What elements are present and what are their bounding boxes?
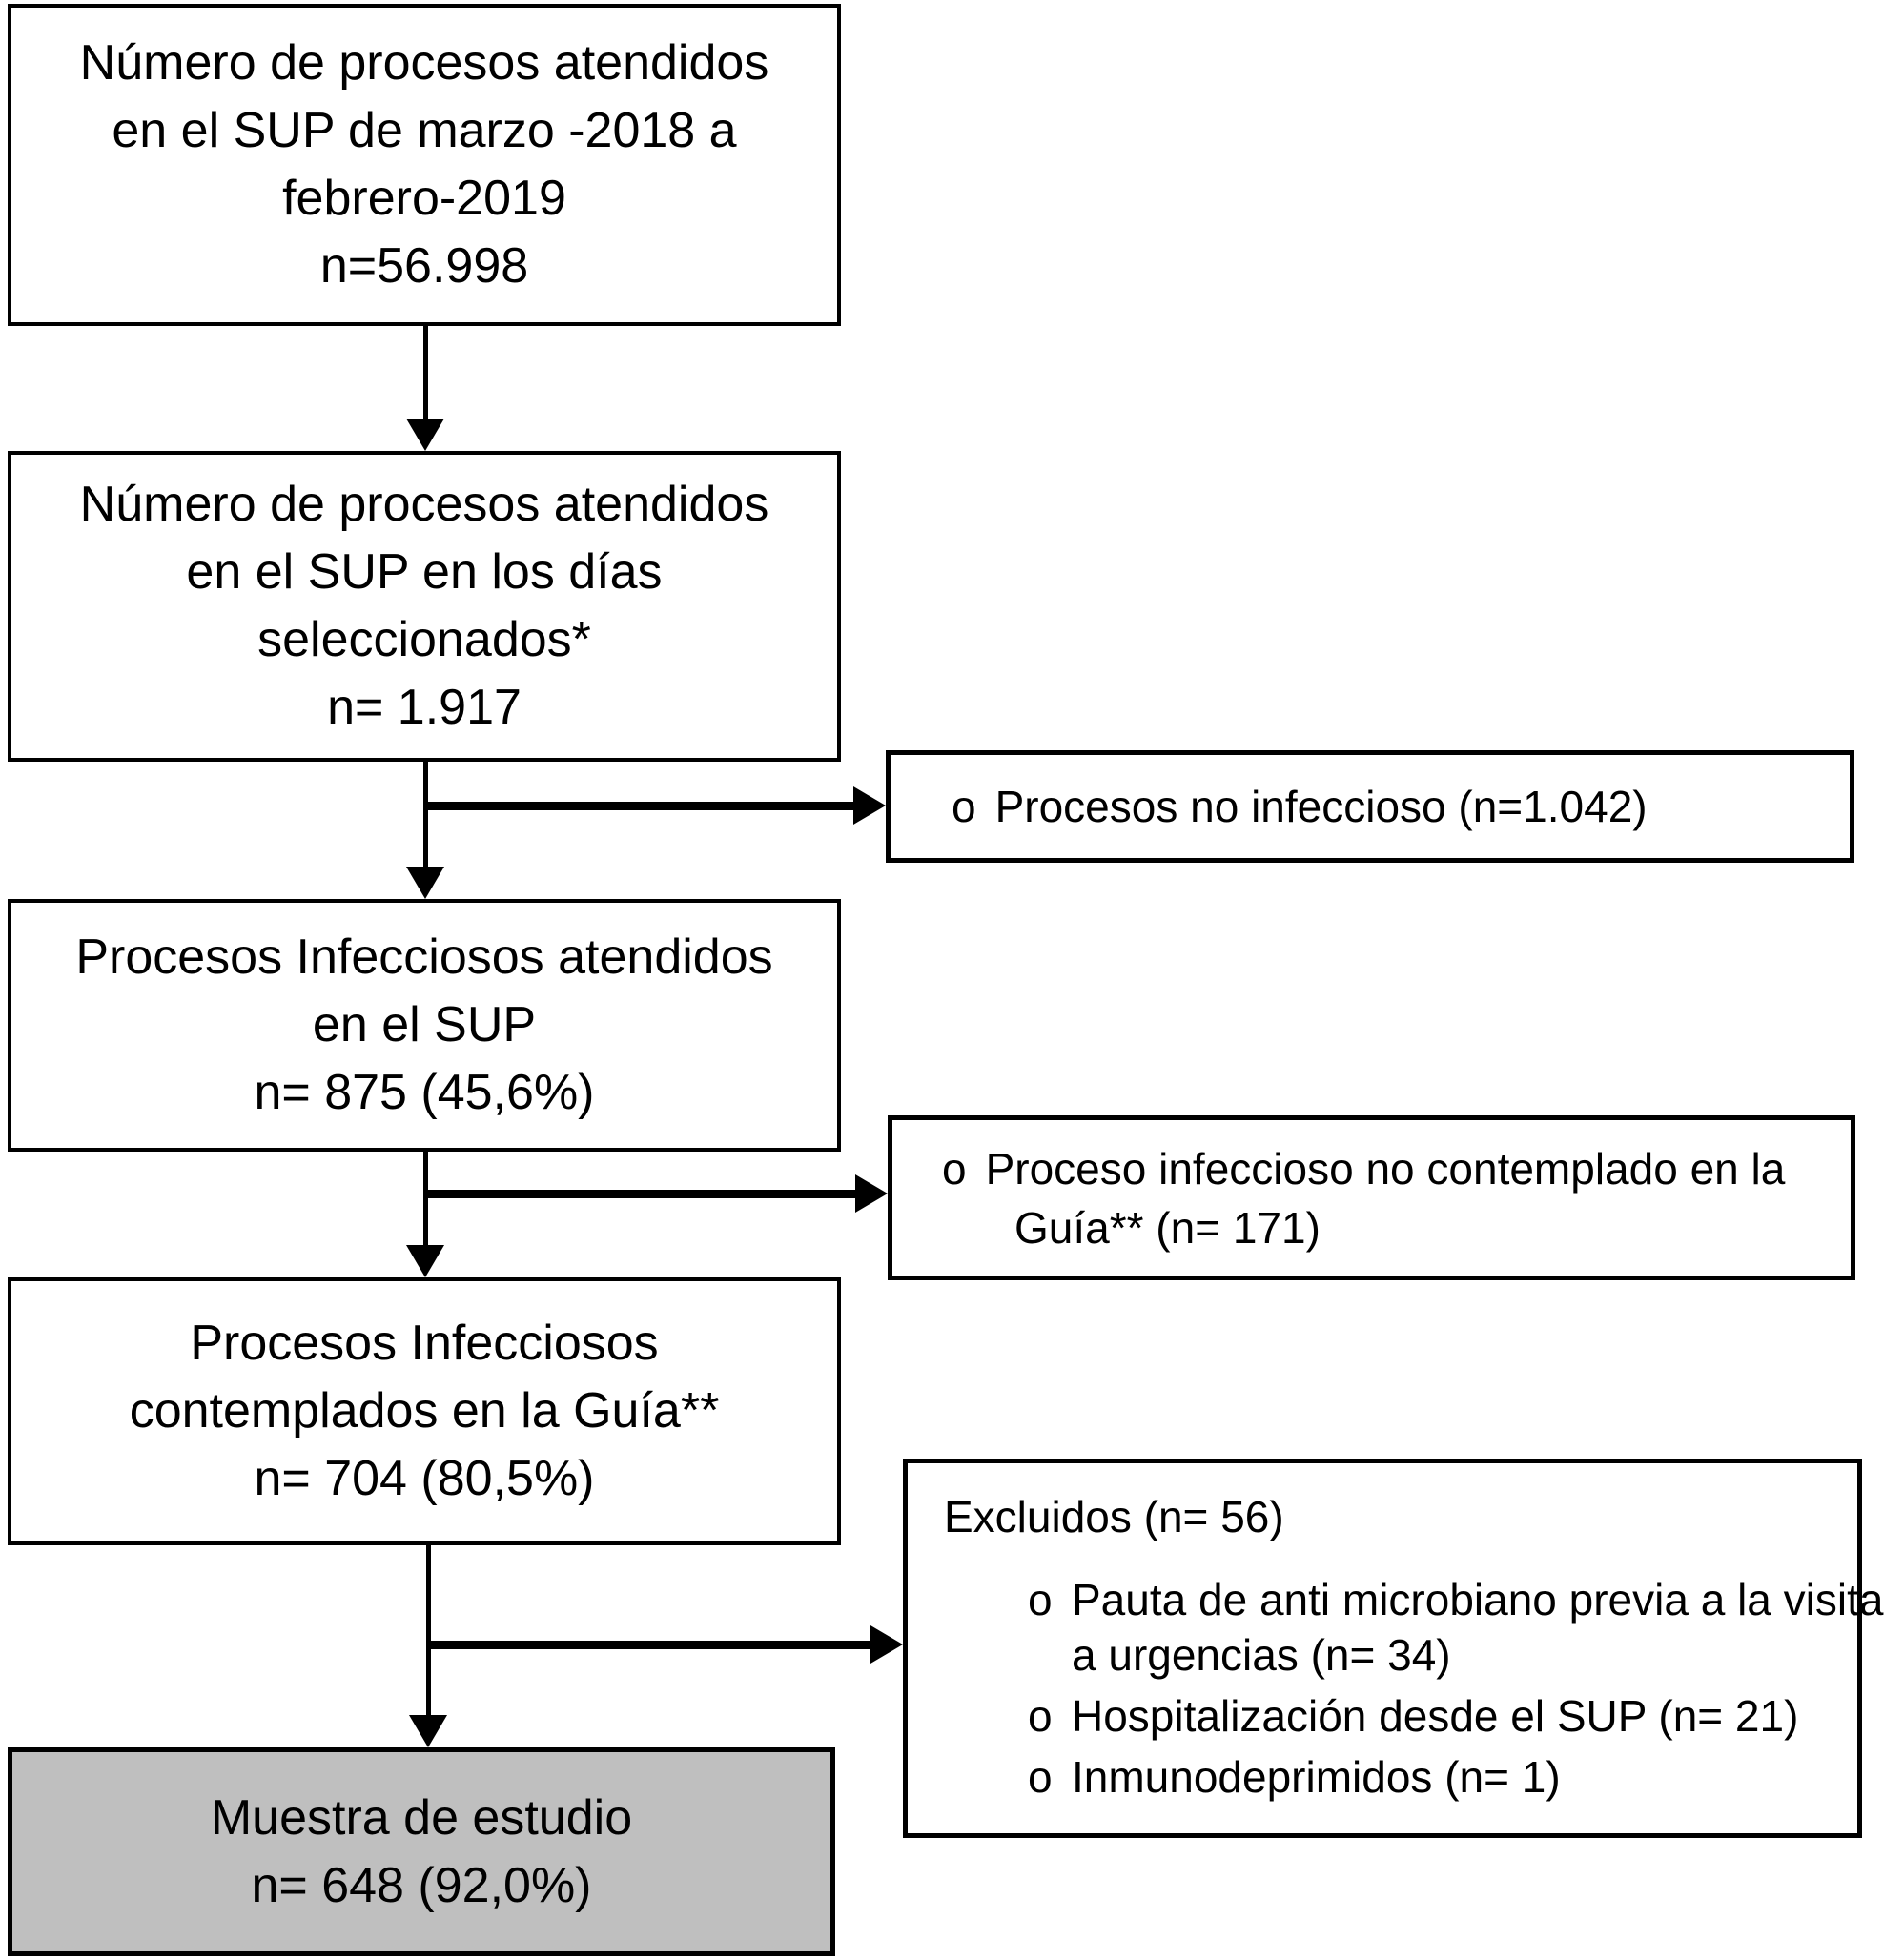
bullet-marker: o [952,782,976,831]
flow-box-line: en el SUP en los días [186,544,663,600]
excluded-item-line: Hospitalización desde el SUP (n= 21) [1072,1691,1799,1741]
arrowhead-down-icon [406,1245,444,1277]
bullet-marker: o [1028,1691,1053,1741]
flow-box-line: n=56.998 [319,238,529,294]
excluded-item: o Pauta de anti microbiano previa a la v… [1028,1572,1883,1683]
flow-box-study-sample: Muestra de estudio n= 648 (92,0%) [8,1747,835,1956]
flow-box-line: n= 704 (80,5%) [254,1451,595,1506]
flow-box-line: seleccionados* [257,612,591,667]
flow-box-guideline-processes: Procesos Infecciosos contemplados en la … [8,1277,841,1545]
side-box-line: Proceso infeccioso no contemplado en la [985,1144,1786,1194]
connector-line [425,802,853,810]
flow-box-line: n= 648 (92,0%) [251,1857,592,1913]
side-box-non-infectious: o Procesos no infeccioso (n=1.042) [886,750,1854,863]
flow-box-total-processes: Número de procesos atendidos en el SUP d… [8,4,841,326]
connector-line [428,1641,870,1649]
flow-box-line: contemplados en la Guía** [129,1383,720,1439]
flow-box-line: n= 875 (45,6%) [254,1065,595,1120]
arrowhead-down-icon [406,867,444,899]
excluded-item-text: Pauta de anti microbiano previa a la vis… [1072,1572,1883,1683]
flow-box-line: Procesos Infecciosos [190,1316,659,1371]
flow-box-line: en el SUP de marzo -2018 a [112,103,737,158]
connector-line [423,326,428,420]
side-box-text: o Procesos no infeccioso (n=1.042) [952,777,1648,836]
flow-box-line: febrero-2019 [282,171,566,226]
flow-box-line: en el SUP [312,997,537,1052]
connector-line [423,1152,428,1247]
side-box-line: Procesos no infeccioso (n=1.042) [994,782,1648,831]
arrowhead-down-icon [409,1715,447,1747]
flow-box-line: Número de procesos atendidos [79,35,769,91]
side-box-text: o Proceso infeccioso no contemplado en l… [942,1139,1839,1198]
side-box-not-in-guideline: o Proceso infeccioso no contemplado en l… [888,1115,1855,1280]
bullet-marker: o [1028,1575,1053,1624]
connector-line [423,762,428,868]
flow-box-line: Número de procesos atendidos [79,477,769,532]
excluded-item: o Inmunodeprimidos (n= 1) [1028,1749,1850,1805]
connector-line [425,1190,855,1198]
arrowhead-down-icon [406,419,444,451]
side-box-line: Guía** (n= 171) [1014,1203,1321,1253]
flow-box-infectious-processes: Procesos Infecciosos atendidos en el SUP… [8,899,841,1152]
excluded-item-line: Inmunodeprimidos (n= 1) [1072,1752,1561,1802]
arrowhead-right-icon [853,786,886,825]
flow-box-line: n= 1.917 [327,680,522,735]
connector-line [426,1545,431,1717]
arrowhead-right-icon [855,1174,888,1213]
flow-box-line: Procesos Infecciosos atendidos [75,929,773,985]
excluded-item: o Hospitalización desde el SUP (n= 21) [1028,1688,1850,1744]
arrowhead-right-icon [870,1625,903,1664]
excluded-title: Excluidos (n= 56) [944,1492,1284,1541]
bullet-marker: o [1028,1752,1053,1802]
excluded-item-line: Pauta de anti microbiano previa a la vis… [1072,1575,1884,1624]
side-box-excluded: Excluidos (n= 56) o Pauta de anti microb… [903,1459,1883,1838]
flow-box-line: Muestra de estudio [210,1789,633,1846]
flow-box-selected-days: Número de procesos atendidos en el SUP e… [8,451,841,762]
bullet-marker: o [942,1144,967,1194]
excluded-item-line: a urgencias (n= 34) [1072,1630,1451,1680]
